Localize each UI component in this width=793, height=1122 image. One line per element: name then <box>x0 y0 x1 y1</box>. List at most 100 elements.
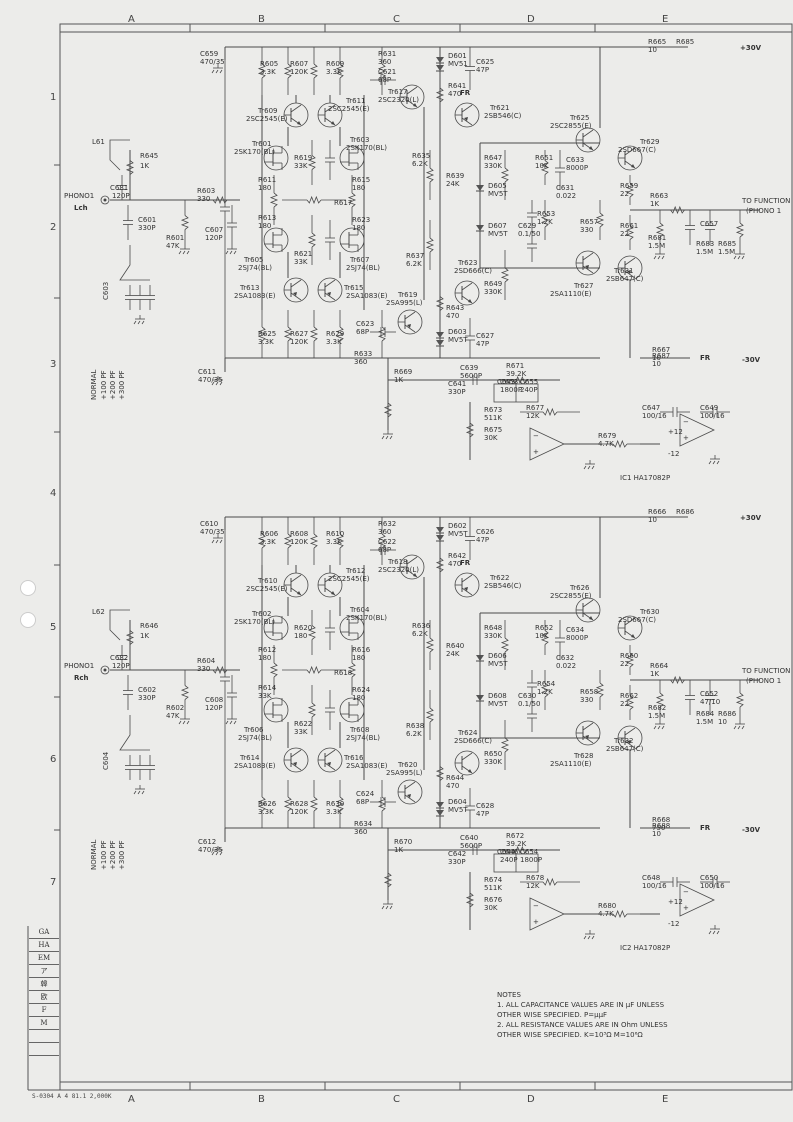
ch1-r630-ref: R630 <box>326 800 344 808</box>
ch1-r634-ref: R634 <box>354 820 373 828</box>
ch0-r671-val: 39.2K <box>506 370 527 378</box>
note-line-2: OTHER WISE SPECIFIED. P=μμF <box>497 1011 608 1019</box>
ch1-r678-val: 12K <box>526 882 540 890</box>
ch0-c643-ref: C643 <box>497 378 515 386</box>
ch1-r634-val: 360 <box>354 828 367 836</box>
grid-col-bottom-D: D <box>527 1094 535 1105</box>
ch1-c648-ref: C648 <box>642 874 660 882</box>
ch1-coil-r-ref: R646 <box>140 622 159 630</box>
ch0-r633-ref: R633 <box>354 350 372 358</box>
opamp-plus-sign: + <box>533 448 539 456</box>
ch0-c627-ref: C627 <box>476 332 494 340</box>
ch1-tr-drv-top-part: 2SB546(C) <box>484 582 522 590</box>
ch1-r610-ref: R610 <box>326 530 344 538</box>
ch0-r665-ref: R665 <box>648 38 666 46</box>
ch1-input-side-label: Rch <box>74 674 89 682</box>
notes-block: NOTES 1. ALL CAPACITANCE VALUES ARE IN μ… <box>497 990 757 1040</box>
ch1-c640-ref: C640 <box>460 834 478 842</box>
ch0-r669-ref: R669 <box>394 368 412 376</box>
ch1-tr-fettop-1-ref: Tr604 <box>349 606 370 614</box>
title-block-cell: HA <box>29 939 59 952</box>
ch1-r614-val: 33K <box>258 692 272 700</box>
opamp-minus-sign: − <box>533 432 539 440</box>
note-line-3: 2. ALL RESISTANCE VALUES ARE IN Ohm UNLE… <box>497 1021 668 1029</box>
ch1-c601-val: 330P <box>138 694 156 702</box>
ch1-top-cap-ref: C610 <box>200 520 218 528</box>
ch0-input-jack-label: PHONO1 <box>64 192 94 200</box>
ch0-r675-ref: R675 <box>484 426 502 434</box>
ch1-tr-diffbot-1-ref: Tr616 <box>343 754 364 762</box>
ch0-r629-ref: R629 <box>326 330 344 338</box>
ch0-r601-ref: R601 <box>166 234 184 242</box>
ch1-r638-val: 6.2K <box>406 730 422 738</box>
ch0-tr-fetbot-1-part: 2SJ74(BL) <box>346 264 380 272</box>
ch0-r619-val: 33K <box>294 162 308 170</box>
ch1-r680-ref: R680 <box>598 902 616 910</box>
ch1-r658-val: 330 <box>580 696 593 704</box>
ch0-c633-ref: C633 <box>566 156 584 164</box>
ch0-c657-ref: C657 <box>700 220 718 228</box>
ch0-r639-ref: R639 <box>446 172 464 180</box>
ch0-tr-vbe-ref: Tr625 <box>569 114 590 122</box>
ch0-r623-val: 180 <box>352 224 365 232</box>
ch0-rail-neg: -30V <box>742 356 761 364</box>
ch1-r676-val: 30K <box>484 904 498 912</box>
ch0-in-cap-ref: C681 <box>110 184 128 192</box>
ch1-tr-difftop-0-ref: Tr610 <box>257 577 278 585</box>
ch1-c630-val: 0.1/50 <box>518 700 540 708</box>
ch0-tr-predrv-bot-part: 2SA995(L) <box>386 299 423 307</box>
ch0-fr-mark-top: FR <box>460 89 471 97</box>
ch1-out-sub: (PHONO 1 <box>746 677 781 685</box>
ch1-r666-ref: R666 <box>648 508 667 516</box>
left-channel-labels: PHONO1LchL61R6451KC681120PC601330PR60147… <box>64 38 790 482</box>
ch1-r686-ref: R686 <box>718 710 737 718</box>
ch1-c624-ref: C624 <box>356 790 375 798</box>
ch0-r651-val: 10K <box>535 162 549 170</box>
ch1-tr-fetbot-1-part: 2SJ74(BL) <box>346 734 380 742</box>
ch1-c601-ref: C602 <box>138 686 156 694</box>
left-channel-circuit: −+−+ <box>100 46 760 470</box>
ch1-normal-opt-2: +300 PF <box>118 840 126 870</box>
ch0-r605-ref: R605 <box>260 60 278 68</box>
ch0-tr-predrv-top-part: 2SC2320(L) <box>378 96 419 104</box>
ch0-r635-val: 6.2K <box>412 160 428 168</box>
ch0-normal-opt-2: +300 PF <box>118 370 126 400</box>
ch1-r670-val: 1K <box>394 846 403 854</box>
ch0-tr-fetbot-0-ref: Tr605 <box>243 256 264 264</box>
ch0-r669-val: 1K <box>394 376 403 384</box>
ch0-tr-drv-top-part: 2SB546(C) <box>484 112 522 120</box>
ch0-c625-ref: C625 <box>476 58 494 66</box>
ch0-d603-ref: D603 <box>448 328 467 336</box>
ch0-r609-ref: R609 <box>326 60 344 68</box>
ch1-ic-label: IC2 HA17082P <box>620 944 670 952</box>
note-line-1: 1. ALL CAPACITANCE VALUES ARE IN μF UNLE… <box>497 1001 665 1009</box>
ch0-tr-difftop-0-part: 2SC2545(E) <box>246 115 288 123</box>
ch0-c601-val: 330P <box>138 224 156 232</box>
ch1-r632-ref: R632 <box>378 520 396 528</box>
ch0-tr-fettop-1-ref: Tr603 <box>349 136 370 144</box>
sheet-border <box>59 23 793 1091</box>
ch1-r650-ref: R650 <box>484 750 502 758</box>
ch0-r659-val: 22 <box>620 190 629 198</box>
ch1-r672-val: 39.2K <box>506 840 527 848</box>
ch0-r687-val: 10 <box>652 360 661 368</box>
ch0-r637-val: 6.2K <box>406 260 422 268</box>
ch0-c649-val: 100/16 <box>700 412 725 420</box>
ch1-tr-out-bot-ref: Tr632 <box>613 737 634 745</box>
ch1-c628-ref: C628 <box>476 802 494 810</box>
ch1-tr-predrv-bot-part: 2SA995(L) <box>386 769 423 777</box>
ch0-r615-ref: R615 <box>352 176 370 184</box>
ch0-normal-opt-1: +200 PF <box>109 370 117 400</box>
ch0-r657-ref: R657 <box>580 218 598 226</box>
ch0-r641-ref: R641 <box>448 82 466 90</box>
ch1-tr-predrv-bot-ref: Tr620 <box>397 761 418 769</box>
ch0-tr-drv-bot-ref: Tr623 <box>457 259 478 267</box>
ch1-ic-neg: -12 <box>668 920 679 928</box>
ch0-c633-val: 8000P <box>566 164 588 172</box>
ch1-r642-ref: R642 <box>448 552 466 560</box>
ch0-c655-val: 240P <box>520 386 538 394</box>
opamp-plus-sign: + <box>683 434 689 442</box>
ch1-r603-ref: R604 <box>197 657 216 665</box>
ch0-c653-val: 1800P <box>500 386 522 394</box>
